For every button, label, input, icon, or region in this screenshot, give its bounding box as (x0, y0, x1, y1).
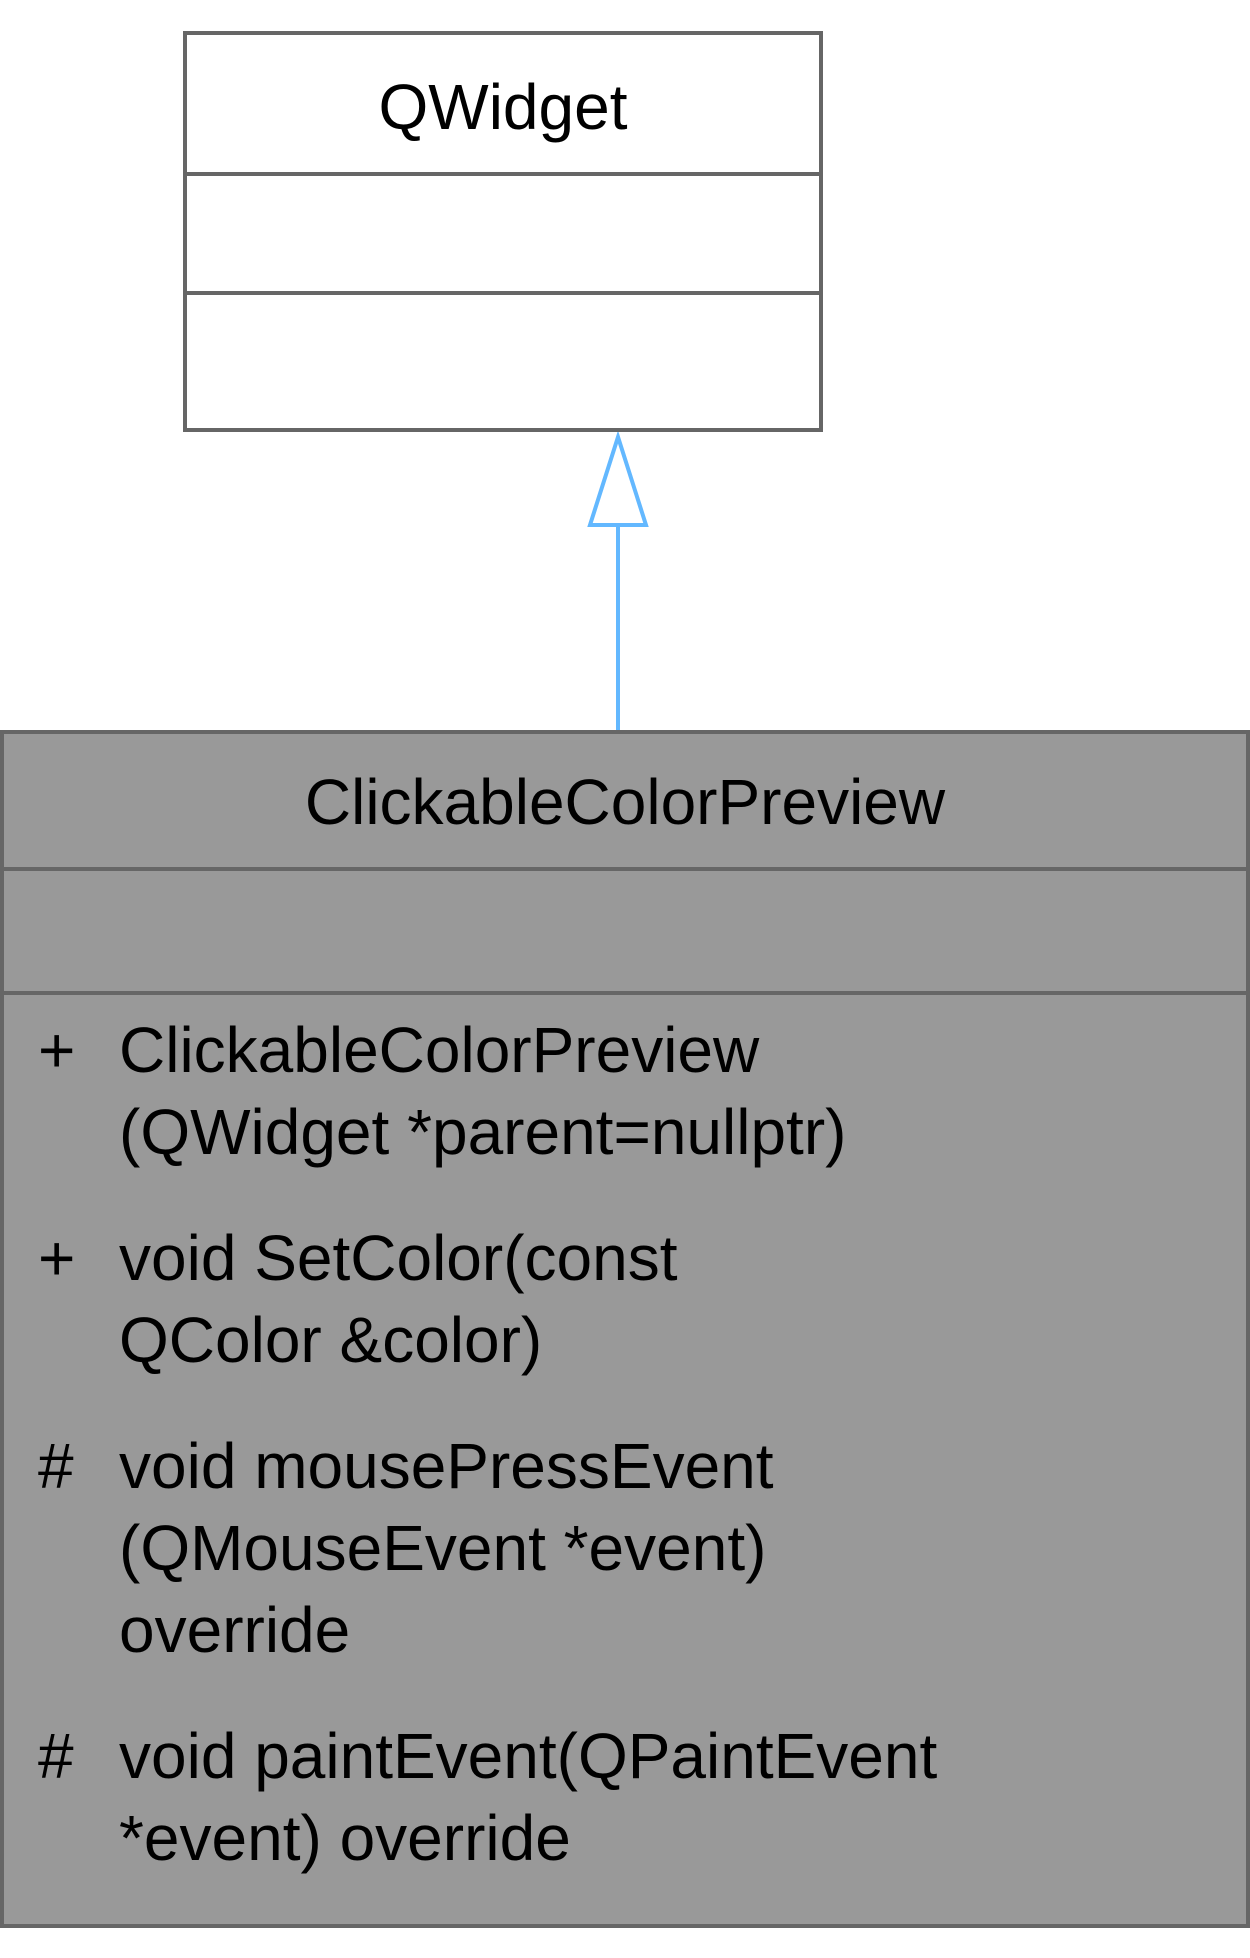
class-box-clickable-color-preview[interactable]: ClickableColorPreview + ClickableColorPr… (0, 730, 1250, 1928)
visibility-marker: + (38, 1014, 76, 1086)
member-signature: ClickableColorPreview (QWidget *parent=n… (119, 1014, 847, 1168)
class-box-qwidget[interactable]: QWidget (183, 31, 823, 432)
class-operations-section (187, 295, 819, 428)
class-member: # void paintEvent(QPaintEvent *event) ov… (4, 1715, 1246, 1879)
class-name: ClickableColorPreview (4, 734, 1246, 871)
member-signature: void SetColor(const QColor &color) (119, 1222, 678, 1376)
visibility-marker: # (38, 1720, 74, 1792)
visibility-marker: + (38, 1222, 76, 1294)
inheritance-arrowhead (587, 430, 649, 527)
class-attributes-section (4, 871, 1246, 995)
class-member: # void mousePressEvent (QMouseEvent *eve… (4, 1425, 1246, 1671)
visibility-marker: # (38, 1430, 74, 1502)
class-operations-section: + ClickableColorPreview (QWidget *parent… (4, 995, 1246, 1879)
class-member: + void SetColor(const QColor &color) (4, 1217, 1246, 1381)
class-attributes-section (187, 176, 819, 295)
class-name: QWidget (187, 35, 819, 176)
class-member: + ClickableColorPreview (QWidget *parent… (4, 1009, 1246, 1173)
member-signature: void paintEvent(QPaintEvent *event) over… (119, 1720, 938, 1874)
member-signature: void mousePressEvent (QMouseEvent *event… (119, 1430, 774, 1666)
